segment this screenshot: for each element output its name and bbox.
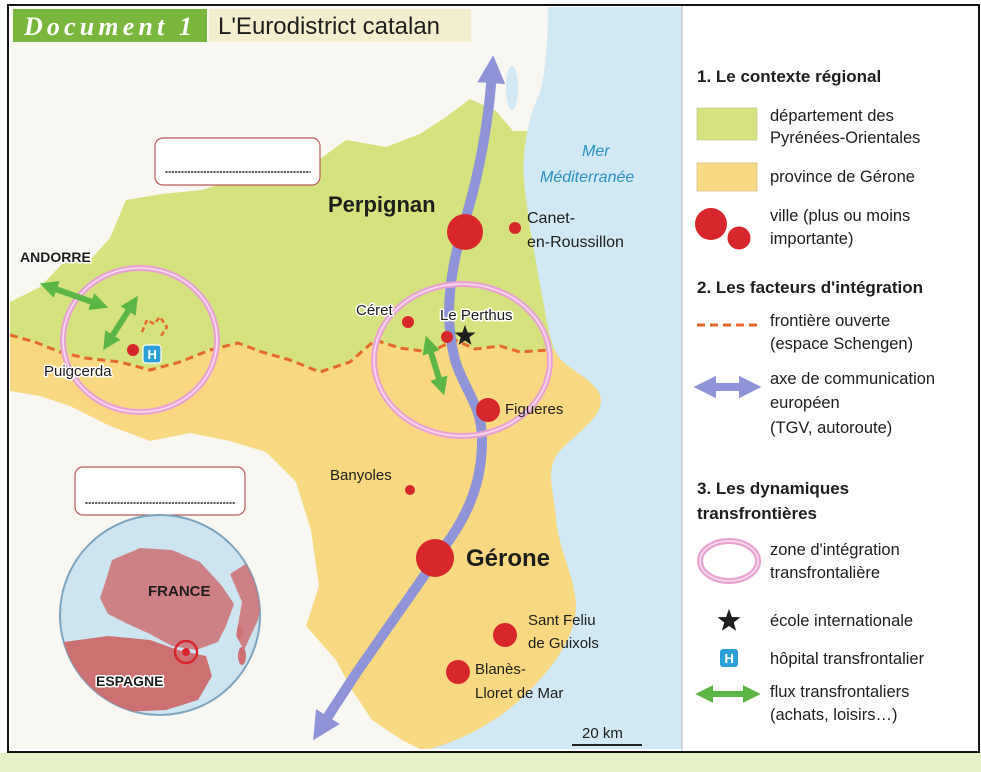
city-banyoles: Banyoles bbox=[330, 467, 415, 495]
city-canet-en-roussillon: Canet- en-Roussillon bbox=[509, 210, 624, 251]
legend-swatch-gerone bbox=[696, 162, 758, 192]
hospital-icon: H bbox=[142, 344, 162, 364]
sea-label-line-1: Mer bbox=[582, 143, 610, 160]
legend-text: (TGV, autoroute) bbox=[770, 419, 892, 437]
city-label-line-2: Lloret de Mar bbox=[475, 685, 563, 702]
city-le-perthus: Le Perthus bbox=[439, 306, 514, 345]
city-gerone: Gérone bbox=[416, 539, 550, 577]
legend-section-title: transfrontières bbox=[697, 504, 817, 523]
legend-text: flux transfrontaliers bbox=[770, 683, 909, 701]
legend-text: axe de communication bbox=[770, 370, 935, 388]
legend-section-title: 1. Le contexte régional bbox=[697, 67, 881, 86]
city-marker bbox=[446, 660, 470, 684]
star-icon bbox=[454, 325, 476, 345]
legend-section-title: 3. Les dynamiques bbox=[697, 479, 849, 498]
legend-text: frontière ouverte bbox=[770, 312, 890, 330]
city-label-line-2: de Guixols bbox=[528, 635, 599, 652]
legend-text: zone d'intégration bbox=[770, 541, 900, 559]
city-label-line-1: Canet- bbox=[527, 210, 575, 227]
hospital-icon: H bbox=[720, 649, 738, 667]
city-marker bbox=[441, 331, 453, 343]
legend-text: école internationale bbox=[770, 612, 913, 630]
city-marker bbox=[416, 539, 454, 577]
blank-label-box-france bbox=[154, 137, 321, 186]
inset-label-france: FRANCE bbox=[148, 583, 211, 600]
integration-zone-puigcerda bbox=[60, 265, 220, 415]
city-label: Puigcerda bbox=[44, 363, 112, 380]
city-marker bbox=[447, 214, 483, 250]
city-perpignan: Perpignan bbox=[328, 192, 483, 250]
sea-label-line-2: Méditerranée bbox=[540, 169, 634, 186]
city-label: Perpignan bbox=[328, 192, 436, 217]
document-label: Document 1 bbox=[23, 12, 192, 41]
legend-text: département des bbox=[770, 107, 894, 125]
inset-label-spain: ESPAGNE bbox=[96, 673, 163, 689]
legend-swatch-pyrenees bbox=[696, 107, 758, 141]
legend-text: importante) bbox=[770, 230, 853, 248]
title-box bbox=[209, 9, 471, 42]
inset-globe: FRANCE ESPAGNE bbox=[59, 514, 261, 716]
red-circle-icon bbox=[695, 208, 752, 251]
svg-text:H: H bbox=[725, 651, 734, 666]
header: Document 1 L'Eurodistrict catalan bbox=[13, 9, 471, 42]
city-label-line-1: Sant Feliu bbox=[528, 612, 596, 629]
integration-zone-le-perthus bbox=[371, 281, 553, 439]
city-label: Banyoles bbox=[330, 467, 392, 484]
inset-locator-dot bbox=[182, 648, 190, 656]
city-ceret: Céret bbox=[355, 301, 414, 328]
inset-france bbox=[100, 548, 234, 650]
scale-bar: 20 km bbox=[572, 725, 642, 746]
city-figueres: Figueres bbox=[476, 398, 563, 422]
mediterranean-sea bbox=[430, 7, 682, 749]
legend-text: Pyrénées-Orientales bbox=[770, 129, 920, 147]
blank-label-box-spain bbox=[74, 466, 246, 516]
city-label-line-2: en-Roussillon bbox=[527, 234, 624, 251]
city-marker bbox=[493, 623, 517, 647]
city-label: Céret bbox=[356, 302, 394, 319]
inset-corsica bbox=[237, 625, 243, 639]
city-label: Gérone bbox=[466, 545, 550, 572]
inset-locator-circle bbox=[173, 639, 199, 665]
andorra-label: ANDORRE bbox=[20, 249, 91, 265]
legend-text: européen bbox=[770, 394, 840, 412]
city-marker bbox=[127, 344, 139, 356]
city-blanes-lloret-de-mar: Blanès- Lloret de Mar bbox=[446, 660, 563, 702]
city-label: Figueres bbox=[505, 401, 563, 418]
flux-arrow-puigcerda bbox=[103, 295, 138, 351]
city-marker bbox=[509, 222, 521, 234]
document-label-box bbox=[13, 9, 207, 42]
city-puigcerda: Puigcerda H bbox=[43, 344, 162, 382]
city-marker bbox=[405, 485, 415, 495]
inset-sardinia bbox=[238, 647, 246, 665]
map: Mer Méditerranée ANDORRE Perpignan Canet… bbox=[10, 7, 682, 749]
legend-text: hôpital transfrontalier bbox=[770, 650, 925, 668]
legend-zone-ring bbox=[697, 538, 761, 584]
legend-text: (espace Schengen) bbox=[770, 335, 913, 353]
page-title: L'Eurodistrict catalan bbox=[218, 13, 440, 40]
legend-text: ville (plus ou moins bbox=[770, 207, 910, 225]
flux-arrow-andorra bbox=[39, 280, 109, 311]
legend: 1. Le contexte régional département des … bbox=[693, 67, 935, 724]
svg-text:H: H bbox=[148, 347, 157, 362]
legend-text: transfrontalière bbox=[770, 564, 880, 582]
footer-strip bbox=[0, 753, 981, 772]
city-label: Le Perthus bbox=[440, 307, 513, 324]
city-marker bbox=[402, 316, 414, 328]
document-frame bbox=[7, 4, 980, 753]
star-icon bbox=[717, 608, 741, 631]
scale-label: 20 km bbox=[582, 725, 623, 742]
flux-arrow-le-perthus bbox=[422, 335, 448, 396]
city-sant-feliu-de-guixols: Sant Feliu de Guixols bbox=[493, 612, 599, 652]
city-label-line-1: Blanès- bbox=[475, 661, 526, 678]
andorra-border-line bbox=[140, 315, 169, 337]
legend-text: province de Gérone bbox=[770, 168, 915, 186]
legend-section-title: 2. Les facteurs d'intégration bbox=[697, 278, 923, 297]
legend-text: (achats, loisirs…) bbox=[770, 706, 897, 724]
coastal-lagoon bbox=[506, 66, 518, 110]
city-marker bbox=[476, 398, 500, 422]
